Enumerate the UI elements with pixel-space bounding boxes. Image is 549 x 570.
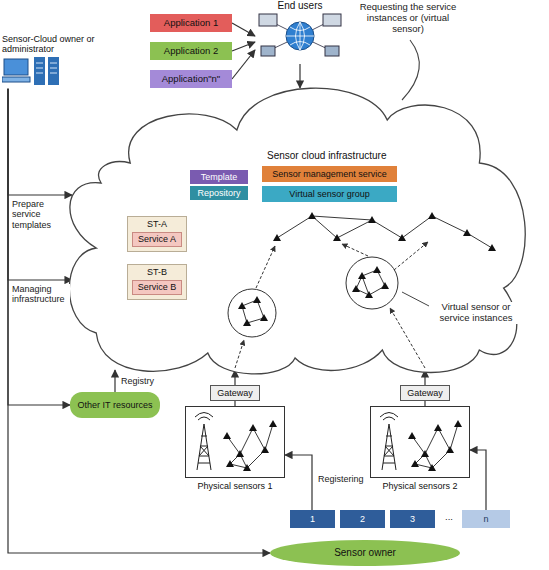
edge-label: Managing infrastructure xyxy=(12,284,70,305)
service-template: ST-B Service B xyxy=(127,264,187,300)
node-text: n xyxy=(483,514,488,524)
node-text: Application 1 xyxy=(164,18,218,29)
node-text: 3 xyxy=(410,514,415,524)
virtual-sensor-annotation: Virtual sensor or service instances xyxy=(432,302,520,324)
node-text: 2 xyxy=(360,514,365,524)
application-box: Application"n" xyxy=(150,70,232,88)
connector xyxy=(470,450,486,510)
edge-label: Prepare service templates xyxy=(12,199,58,230)
node-text: Service A xyxy=(136,234,178,244)
connector xyxy=(114,370,115,392)
edge-label: Registry xyxy=(121,376,154,386)
connector xyxy=(232,23,255,36)
management-service-bar: Sensor management service xyxy=(262,166,397,182)
sensor-owner-ellipse: Sensor owner xyxy=(270,540,460,566)
connector xyxy=(232,42,255,51)
node-text: 1 xyxy=(310,514,315,524)
application-box: Application 2 xyxy=(150,42,232,60)
it-resources-box: Other IT resources xyxy=(70,392,160,418)
connector xyxy=(8,89,70,405)
sensor-register-box: 2 xyxy=(340,510,385,528)
connector xyxy=(8,89,72,280)
node-text: Application 2 xyxy=(164,46,218,57)
gateway-box: Gateway xyxy=(400,385,450,401)
node-text: Sensor management service xyxy=(272,169,387,179)
node-text: Repository xyxy=(197,188,240,198)
service-template: ST-A Service A xyxy=(127,216,187,252)
node-text: End users xyxy=(255,0,345,12)
node-text: Sensor cloud infrastructure xyxy=(267,150,387,162)
service-box: Service B xyxy=(132,280,182,294)
node-text: Template xyxy=(201,172,238,182)
connector xyxy=(299,64,300,88)
administrator-node: Sensor-Cloud owner or administrator xyxy=(2,34,120,89)
request-annotation: Requesting the service instances or (vir… xyxy=(352,2,464,35)
sensor-register-box: n xyxy=(462,510,510,528)
node-text: Service B xyxy=(136,282,178,292)
node-text: Gateway xyxy=(407,388,443,398)
node-text: Physical sensors 2 xyxy=(370,481,470,491)
template-box: Template xyxy=(190,170,248,184)
request-leader xyxy=(402,40,419,100)
node-text: Other IT resources xyxy=(78,400,153,410)
gateway-box: Gateway xyxy=(210,385,260,401)
connector xyxy=(232,50,255,79)
application-box: Application 1 xyxy=(150,14,232,32)
node-text: Gateway xyxy=(217,388,253,398)
node-text: Virtual sensor group xyxy=(289,189,369,199)
physical-sensor-field: Physical sensors 1 xyxy=(185,406,285,491)
virtual-sensor-group-bar: Virtual sensor group xyxy=(262,186,397,202)
sensor-register-box: 1 xyxy=(290,510,335,528)
edge-label: Registering xyxy=(318,474,364,484)
sensor-register-box: 3 xyxy=(390,510,435,528)
repository-box: Repository xyxy=(190,186,248,200)
physical-sensor-field: Physical sensors 2 xyxy=(370,406,470,491)
sensor-field xyxy=(370,406,470,478)
node-text: Sensor-Cloud owner or administrator xyxy=(2,34,120,55)
connector xyxy=(285,455,312,510)
node-text: ST-A xyxy=(128,219,186,229)
node-text: Sensor owner xyxy=(334,547,396,559)
node-text: ST-B xyxy=(128,267,186,277)
sensor-cloud: Sensor cloud infrastructureTemplateRepos… xyxy=(72,88,523,370)
node-text: Physical sensors 1 xyxy=(185,481,285,491)
node-text: Application"n" xyxy=(162,74,221,85)
admin-icon xyxy=(2,55,72,89)
connector xyxy=(234,401,235,406)
service-box: Service A xyxy=(132,232,182,246)
connector xyxy=(8,89,72,195)
ellipsis-label: ... xyxy=(440,512,458,523)
end-users-node: End users xyxy=(255,0,345,64)
network-icon xyxy=(255,12,345,58)
connector xyxy=(424,401,425,406)
sensor-field xyxy=(185,406,285,478)
